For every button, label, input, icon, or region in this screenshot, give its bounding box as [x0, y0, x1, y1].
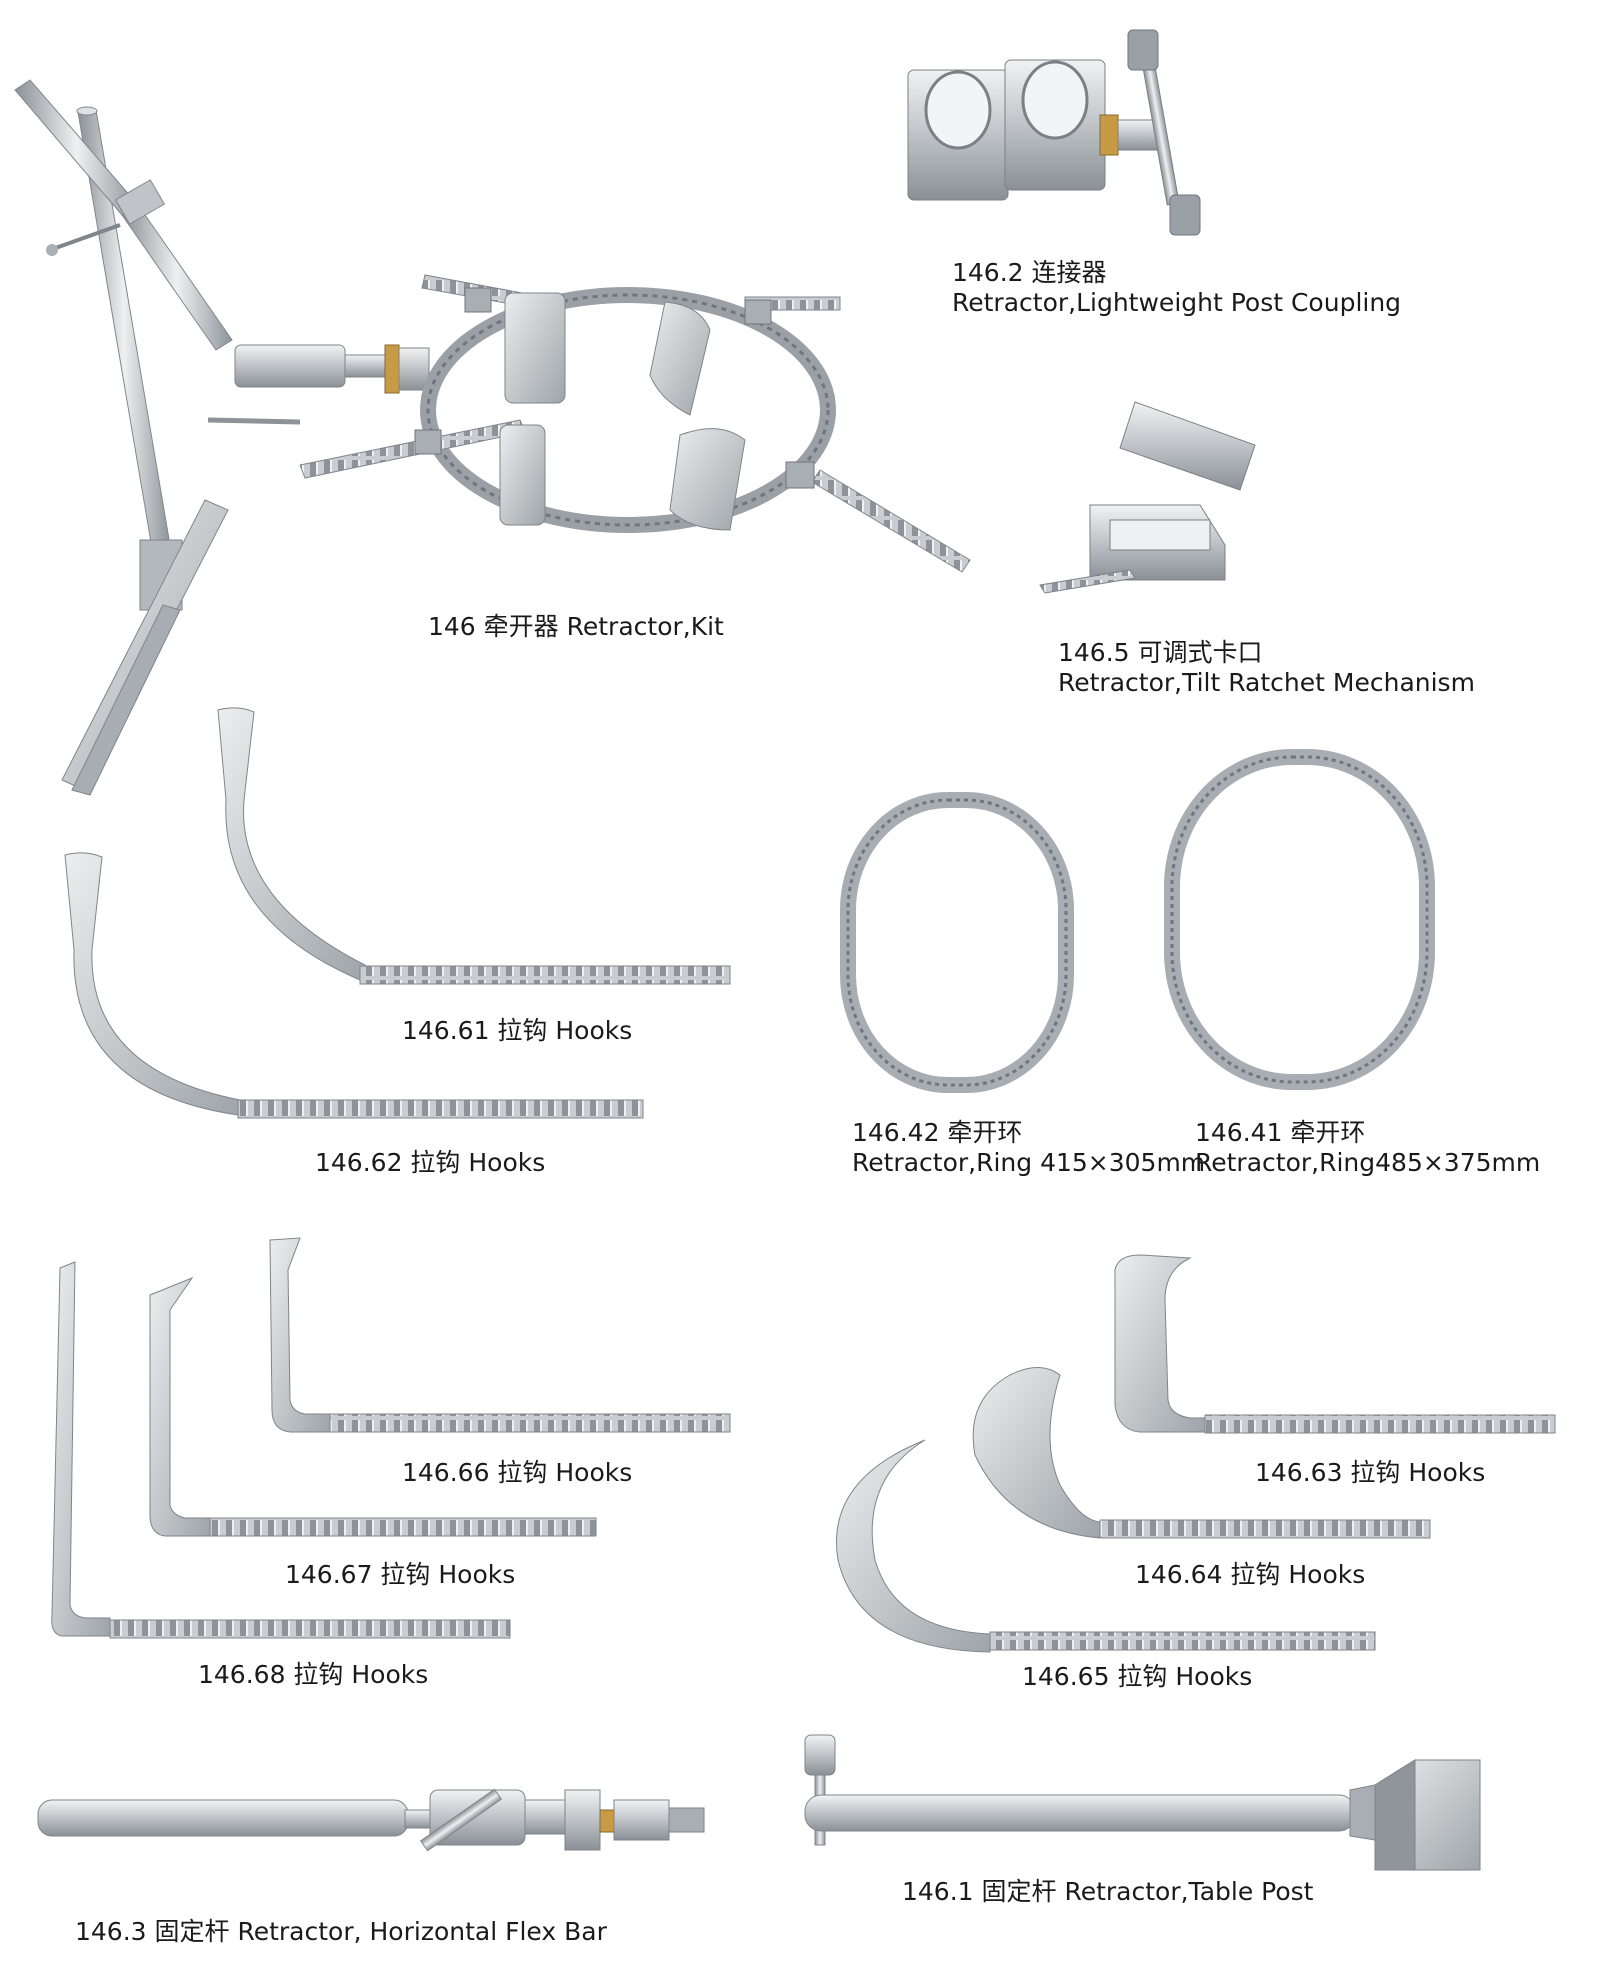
coupling-caption: 146.2 连接器 Retractor,Lightweight Post Cou… — [952, 258, 1401, 318]
hook-146-61-caption: 146.61 拉钩 Hooks — [402, 1016, 633, 1045]
hook-146-68-image — [51, 1261, 511, 1639]
ring-146-41-caption: 146.41 牵开环 Retractor,Ring485×375mm — [1195, 1118, 1540, 1178]
coupling-code: 146.2 连接器 — [952, 258, 1107, 287]
ring-146-42-caption: 146.42 牵开环 Retractor,Ring 415×305mm — [852, 1118, 1205, 1178]
hook-146-63-image — [1114, 1254, 1556, 1434]
flex-bar-caption: 146.3 固定杆 Retractor, Horizontal Flex Bar — [75, 1917, 607, 1946]
table-post-caption: 146.1 固定杆 Retractor,Table Post — [902, 1877, 1314, 1906]
post-coupling-image — [907, 29, 1201, 236]
ring-146-42-code: 146.42 牵开环 — [852, 1118, 1023, 1147]
table-post-image — [804, 1734, 1481, 1871]
hook-146-67-caption: 146.67 拉钩 Hooks — [285, 1560, 516, 1589]
hook-146-68-caption: 146.68 拉钩 Hooks — [198, 1660, 429, 1689]
ring-146-41-name: Retractor,Ring485×375mm — [1195, 1148, 1541, 1177]
hook-146-62-image — [64, 852, 644, 1119]
hook-146-65-image — [836, 1439, 1376, 1653]
kit-name: Retractor,Kit — [566, 612, 724, 641]
hook-146-63-caption: 146.63 拉钩 Hooks — [1255, 1458, 1486, 1487]
hook-146-61-image — [217, 707, 731, 985]
retractor-kit-image — [14, 79, 971, 796]
flex-bar-image — [37, 1788, 705, 1852]
kit-caption: 146 牵开器 Retractor,Kit — [428, 612, 724, 642]
tilt-ratchet-image — [1039, 401, 1256, 594]
hook-146-66-caption: 146.66 拉钩 Hooks — [402, 1458, 633, 1487]
ratchet-name: Retractor,Tilt Ratchet Mechanism — [1058, 668, 1475, 697]
hook-146-65-caption: 146.65 拉钩 Hooks — [1022, 1662, 1253, 1691]
hook-146-64-image — [972, 1367, 1431, 1539]
ring-146-42-name: Retractor,Ring 415×305mm — [852, 1148, 1206, 1177]
ring-146-41-code: 146.41 牵开环 — [1195, 1118, 1366, 1147]
ratchet-caption: 146.5 可调式卡口 Retractor,Tilt Ratchet Mecha… — [1058, 638, 1475, 698]
hook-146-62-caption: 146.62 拉钩 Hooks — [315, 1148, 546, 1177]
kit-code: 146 牵开器 — [428, 612, 559, 641]
hook-146-66-image — [269, 1237, 731, 1433]
ratchet-code: 146.5 可调式卡口 — [1058, 638, 1263, 667]
hook-146-67-image — [149, 1276, 597, 1537]
hook-146-64-caption: 146.64 拉钩 Hooks — [1135, 1560, 1366, 1589]
ring-146-42-image — [840, 792, 1074, 1093]
ring-146-41-image — [1164, 749, 1435, 1090]
coupling-name: Retractor,Lightweight Post Coupling — [952, 288, 1402, 317]
